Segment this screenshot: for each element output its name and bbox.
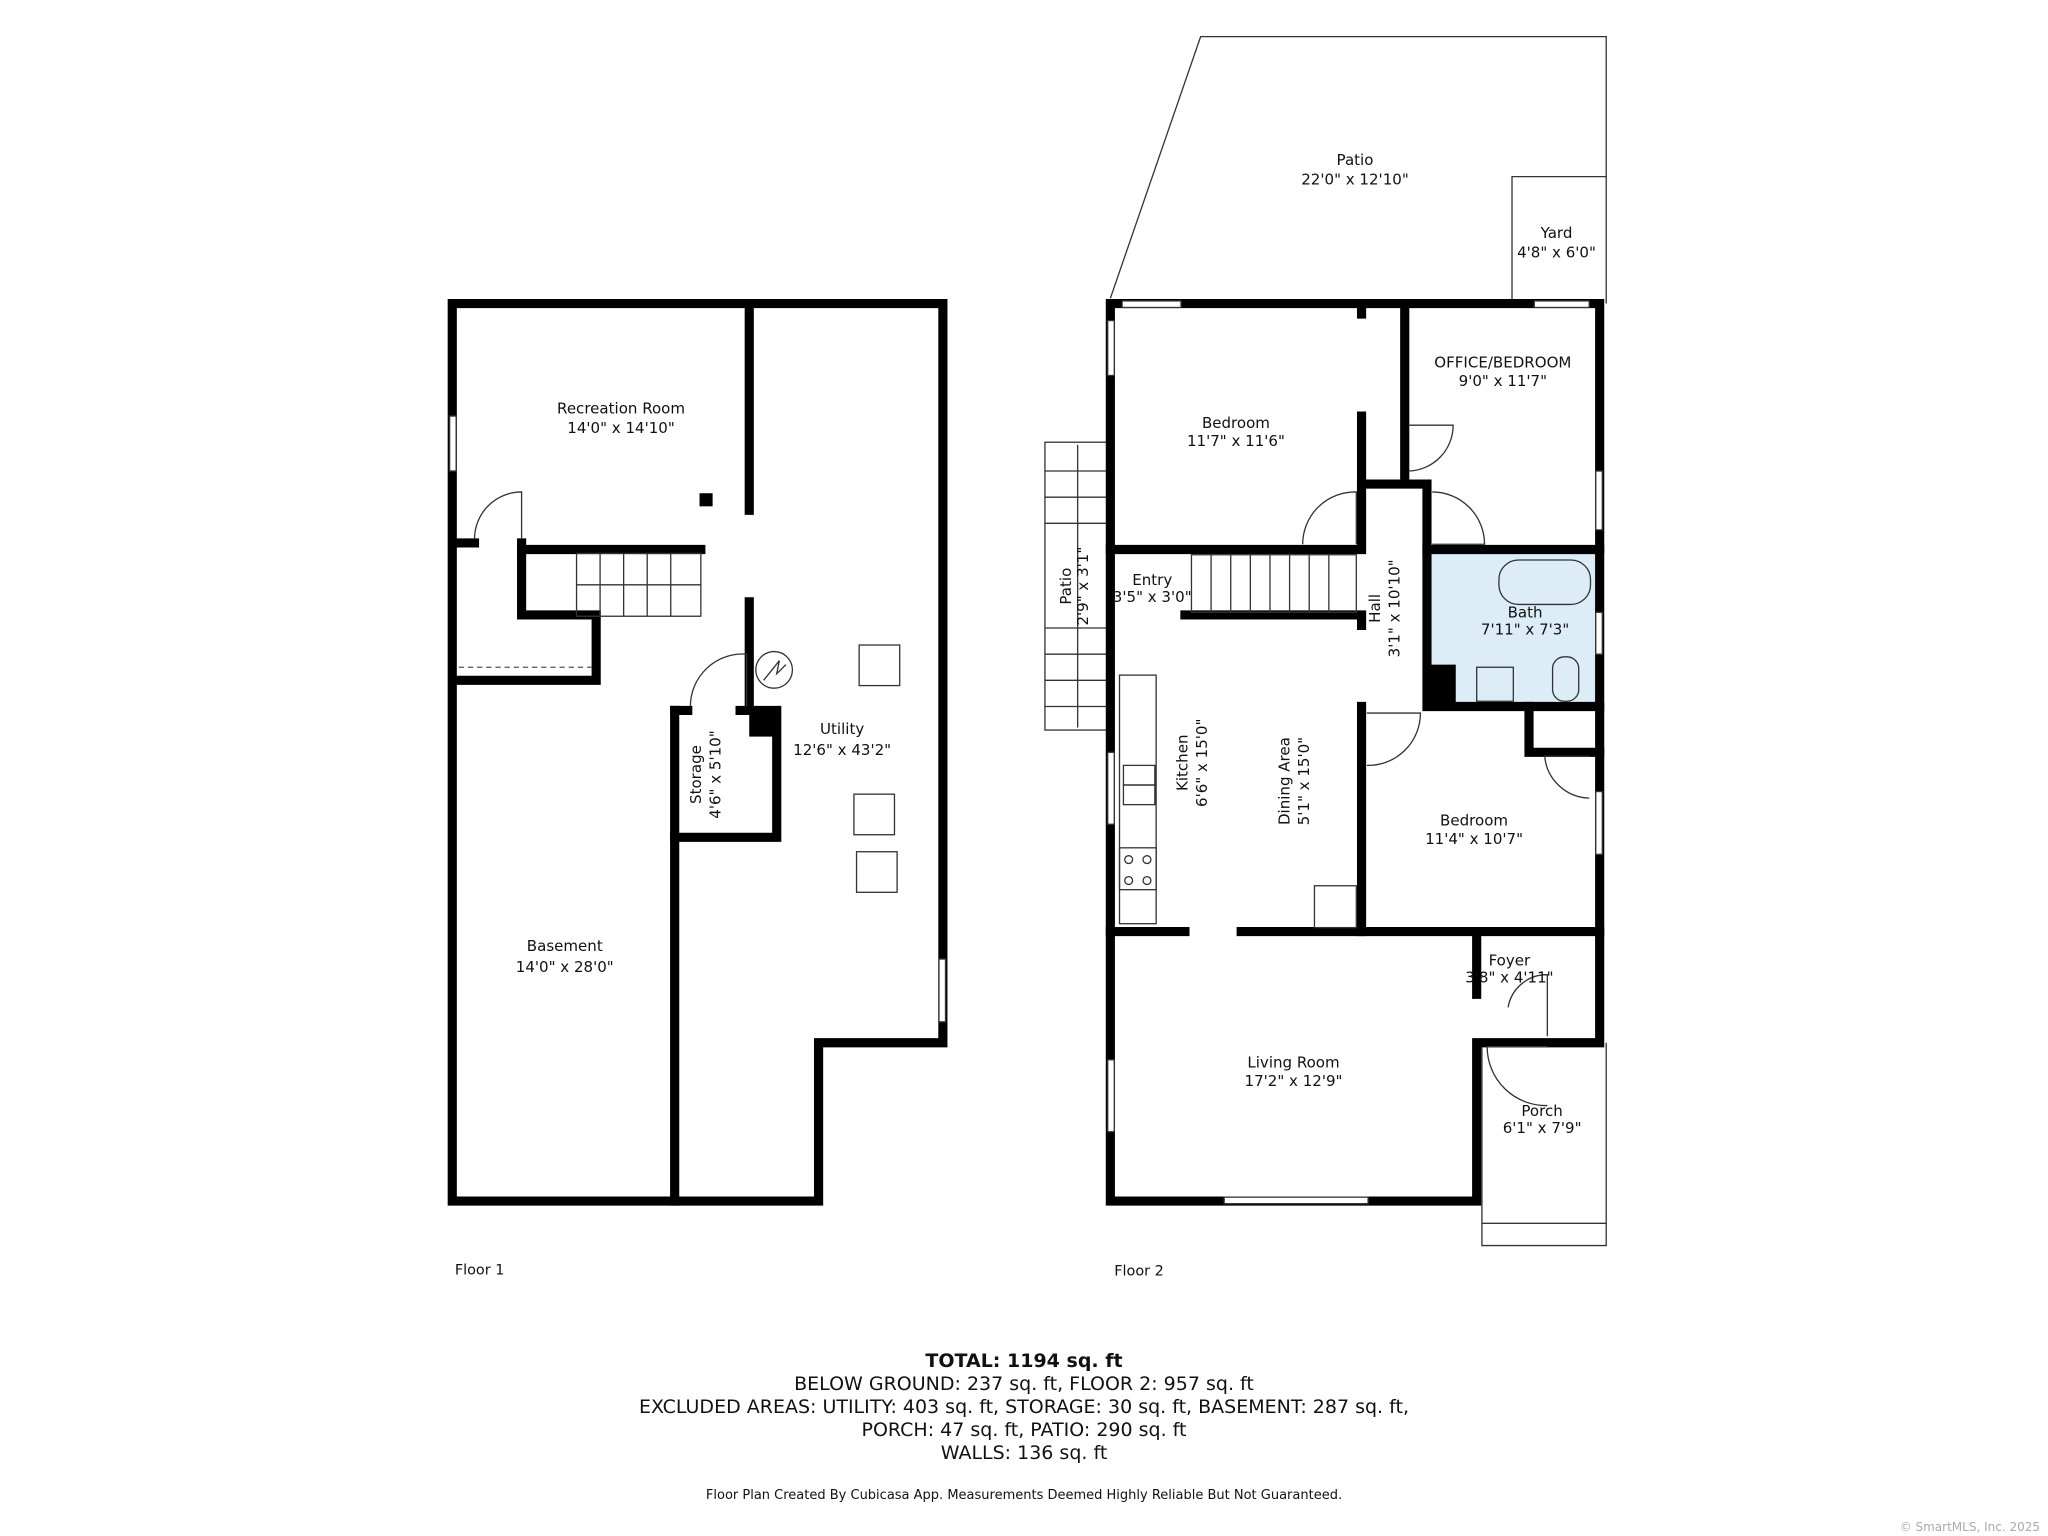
room-dims: 6'1" x 7'9" [1503,1119,1582,1137]
area-line: EXCLUDED AREAS: UTILITY: 403 sq. ft, STO… [638,1396,1409,1418]
floor-label: Floor 1 [455,1262,504,1278]
room-dims: 3'8" x 4'11" [1465,969,1553,987]
area-line: BELOW GROUND: 237 sq. ft, FLOOR 2: 957 s… [794,1373,1254,1395]
copyright-watermark: © SmartMLS, Inc. 2025 [1899,1520,2040,1534]
room-dims: 6'6" x 15'0" [1193,719,1211,807]
room-dims: 9'0" x 11'7" [1459,372,1547,390]
room-name: Recreation Room [557,399,685,417]
room-name: OFFICE/BEDROOM [1434,354,1571,372]
room-name: Yard [1540,224,1573,242]
column-icon [699,493,713,507]
room-name: Bedroom [1440,812,1508,830]
room-dims: 22'0" x 12'10" [1301,170,1409,188]
room-dims: 7'11" x 7'3" [1481,621,1569,639]
floor-2-plan: Patio 22'0" x 12'10" Yard 4'8" x 6'0" Be… [1044,35,1607,1280]
room-name: Foyer [1489,952,1531,970]
room-dims: 14'0" x 28'0" [516,958,614,976]
floor-label: Floor 2 [1114,1264,1163,1280]
room-name: Porch [1521,1102,1562,1120]
room-dims: 17'2" x 12'9" [1245,1072,1343,1090]
room-name: Bath [1508,604,1543,622]
stairs-icon [575,552,702,617]
room-name: Kitchen [1174,735,1192,791]
stove-icon [1118,847,1157,891]
room-dims: 3'5" x 3'0" [1113,588,1192,606]
area-summary: TOTAL: 1194 sq. ft BELOW GROUND: 237 sq.… [0,1350,2048,1465]
room-dims: 11'7" x 11'6" [1187,432,1285,450]
room-dims: 12'6" x 43'2" [793,741,891,759]
room-name: Utility [820,720,864,738]
disclaimer: Floor Plan Created By Cubicasa App. Meas… [705,1488,1343,1503]
room-dims: 5'1" x 15'0" [1295,737,1313,825]
room-dims: 2'9" x 3'1" [1074,547,1092,626]
door-icon [689,653,748,707]
room-dims: 14'0" x 14'10" [567,419,675,437]
area-line: PORCH: 47 sq. ft, PATIO: 290 sq. ft [861,1419,1187,1441]
room-name: Storage [687,745,705,804]
toilet-icon [1551,656,1580,702]
room-name: Basement [527,937,603,955]
room-dims: 11'4" x 10'7" [1425,830,1523,848]
room-name: Bedroom [1202,414,1270,432]
sink-icon [1476,666,1514,702]
room-dims: 4'8" x 6'0" [1517,244,1596,262]
room-dims: 3'1" x 10'10" [1385,559,1403,657]
room-name: Patio [1057,568,1075,605]
bathtub-icon [1498,559,1592,606]
area-line: WALLS: 136 sq. ft [940,1442,1108,1464]
stairs-icon [1190,554,1357,613]
water-heater-icon [755,650,794,689]
room-name: Hall [1366,594,1384,623]
floor-1-plan: Recreation Room 14'0" x 14'10" Utility 1… [447,298,948,1278]
room-dims: 4'6" x 5'10" [706,730,724,818]
room-name: Entry [1132,571,1172,589]
kitchen-sink-icon [1122,764,1156,806]
room-name: Dining Area [1276,737,1294,825]
total-area: TOTAL: 1194 sq. ft [925,1350,1123,1372]
room-name: Living Room [1247,1054,1339,1072]
room-name: Patio [1337,151,1374,169]
door-icon [473,491,523,540]
